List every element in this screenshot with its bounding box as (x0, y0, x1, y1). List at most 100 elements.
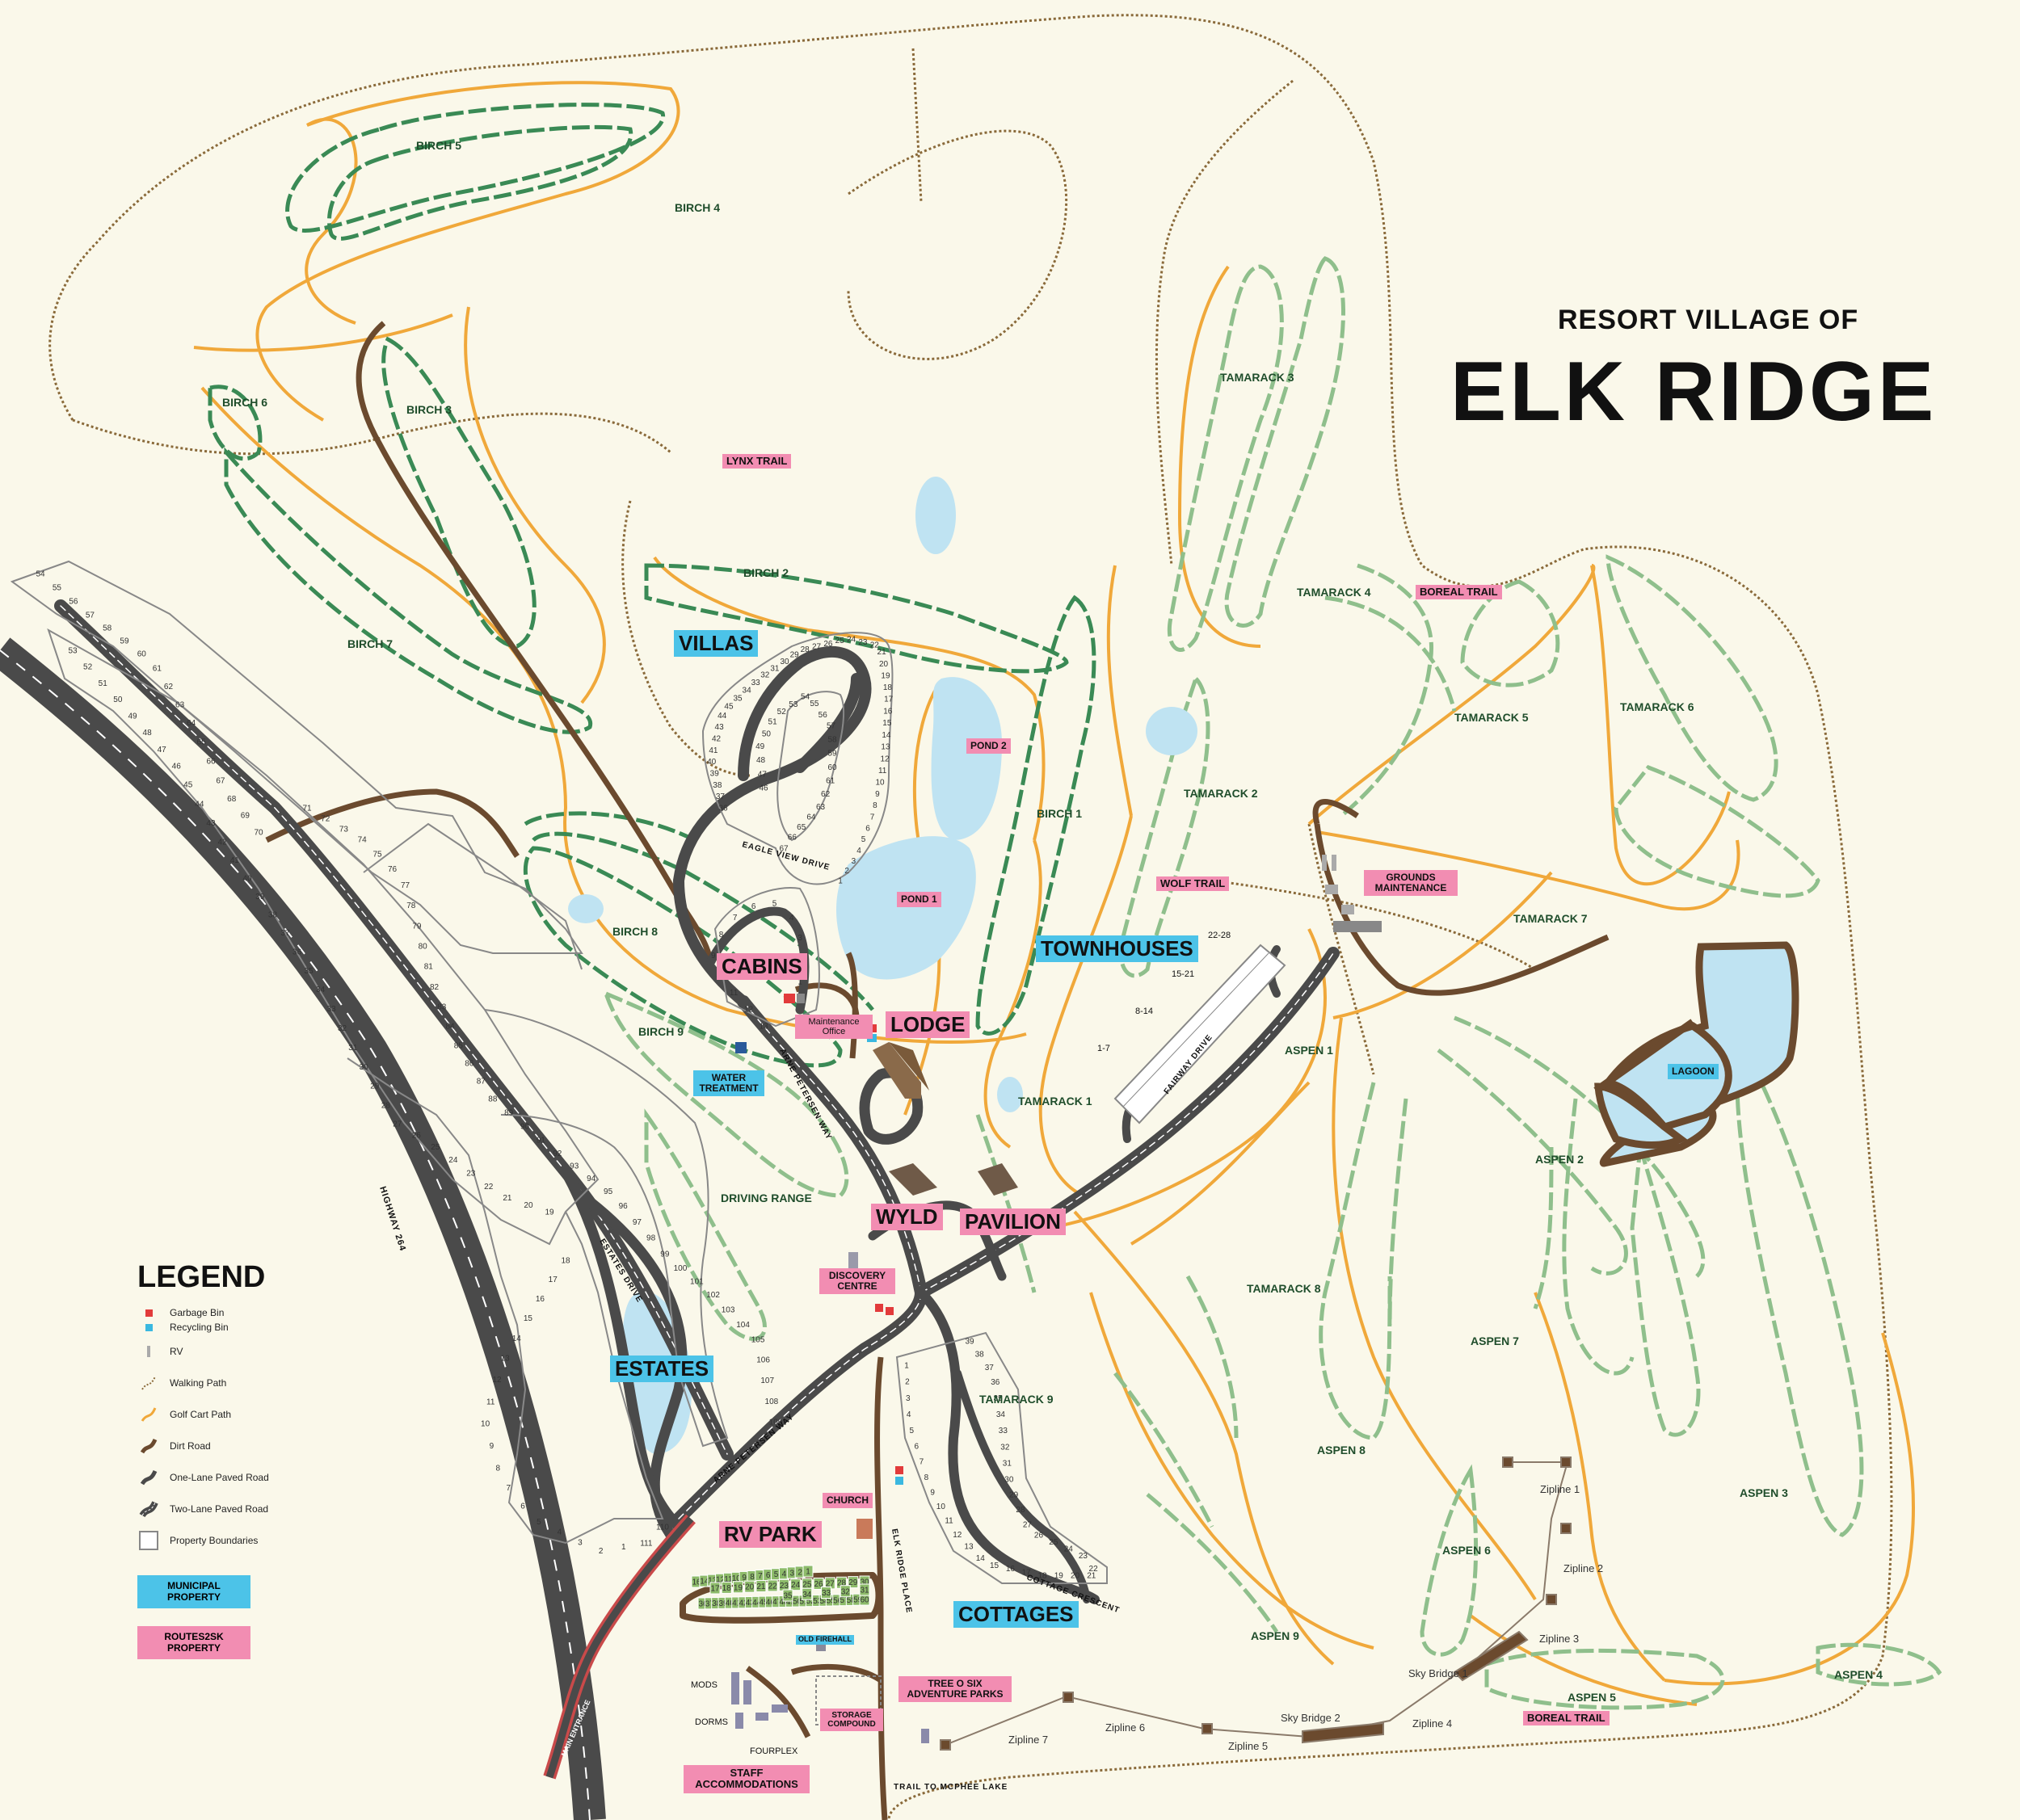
townhouse-unit-8-14: 8-14 (1135, 1007, 1154, 1016)
grounds-maintenance-label: GROUNDS MAINTENANCE (1364, 870, 1458, 897)
svg-text:BIRCH 7: BIRCH 7 (347, 637, 393, 650)
estates-west-lot-number: 53 (68, 647, 78, 656)
estates-west-lot-number: 52 (83, 663, 93, 672)
villa-lot-number: 20 (879, 660, 889, 669)
rv-lot-number: 25 (802, 1581, 812, 1590)
estates-west-lot-number: 68 (227, 795, 237, 804)
rv-lot-box (755, 1580, 767, 1593)
estates-west-lot-number: 38 (268, 911, 278, 920)
dorms-label: DORMS (695, 1717, 728, 1727)
rv-lot-number: 40 (726, 1599, 735, 1608)
rv-lot-number: 32 (841, 1587, 851, 1596)
cottage-lot-number: 36 (991, 1378, 1000, 1387)
villa-lot-number: 23 (858, 638, 868, 647)
buildings (731, 855, 1382, 1743)
estates-east-lot-number: 91 (537, 1136, 546, 1145)
svg-text:ASPEN 9: ASPEN 9 (1251, 1629, 1299, 1642)
estates-west-lot-number: 28 (381, 1101, 391, 1110)
svg-text:TAMARACK 3: TAMARACK 3 (1220, 371, 1294, 384)
rv-lot-number: 57 (840, 1596, 849, 1605)
rv-lot-number: 9 (742, 1574, 747, 1583)
cottage-lot-number: 6 (915, 1442, 920, 1451)
villa-lot-number: 28 (801, 645, 810, 654)
estates-west-lot-number: 41 (230, 856, 240, 865)
rv-lot-number: 41 (732, 1599, 742, 1608)
cottages-cluster (895, 1331, 1108, 1584)
cottage-lot-number: 33 (999, 1427, 1008, 1435)
fairways-light (602, 256, 1942, 1710)
rv-lot-box (782, 1589, 793, 1602)
estates-east-lot-number: 81 (424, 963, 434, 972)
estates-east-lot-number: 98 (646, 1234, 656, 1243)
legend-golf-cart-path: Golf Cart Path (137, 1398, 347, 1430)
svg-text:TAMARACK 5: TAMARACK 5 (1454, 711, 1529, 724)
svg-text:ASPEN 6: ASPEN 6 (1442, 1544, 1491, 1557)
svg-text:BIRCH 9: BIRCH 9 (638, 1025, 684, 1038)
villa-lot-number: 50 (762, 730, 772, 739)
townhouse-unit-1-7: 1-7 (1097, 1044, 1110, 1053)
cottage-lot-number: 31 (1003, 1459, 1012, 1468)
maintenance-office-label: Maintenance Office (795, 1015, 873, 1040)
villa-lot-number: 1 (838, 877, 843, 886)
estates-east-lot-number: 104 (736, 1321, 750, 1330)
rv-lot-number: 39 (718, 1599, 728, 1608)
cottage-lot-number: 13 (964, 1542, 974, 1551)
estates-west-lot-number: 7 (506, 1484, 511, 1493)
villa-lot-number: 12 (881, 754, 890, 763)
estates-west-lot-number: 24 (448, 1156, 458, 1165)
svg-text:BIRCH 3: BIRCH 3 (406, 403, 452, 416)
fairways-birch (208, 103, 1096, 1068)
wolf-trail-label: WOLF TRAIL (1156, 876, 1230, 892)
estates-east-lot-number: 87 (477, 1078, 486, 1087)
rv-lot-number: 23 (780, 1582, 789, 1591)
svg-text:BIRCH 2: BIRCH 2 (743, 566, 789, 579)
villa-lot-number: 62 (821, 790, 831, 799)
villa-lot-number: 26 (823, 640, 833, 649)
cottages-label: COTTAGES (953, 1601, 1079, 1628)
rv-lot-number: 8 (750, 1573, 755, 1582)
storage-compound-label: STORAGE COMPOUND (820, 1709, 883, 1731)
estates-west-lot-number: 20 (524, 1201, 533, 1210)
villa-lot-number: 49 (755, 742, 765, 751)
svg-text:Zipline 4: Zipline 4 (1412, 1717, 1452, 1730)
dirt-road-icon (137, 1435, 160, 1457)
villa-lot-number: 27 (812, 642, 822, 651)
townhouses-label: TOWNHOUSES (1036, 935, 1198, 962)
villa-lot-number: 40 (707, 758, 717, 767)
legend-title: LEGEND (137, 1260, 266, 1294)
estates-west-lot-number: 60 (137, 649, 147, 658)
svg-text:ASPEN 3: ASPEN 3 (1740, 1486, 1788, 1499)
property-boundary-icon (137, 1529, 160, 1552)
rv-lot-number: 44 (752, 1599, 762, 1608)
estates-west-lot-number: 61 (153, 664, 162, 673)
svg-text:Sky Bridge 2: Sky Bridge 2 (1281, 1712, 1340, 1724)
estates-east-lot-number: 85 (454, 1041, 464, 1050)
rv-lot-number: 12 (716, 1576, 726, 1585)
rv-lot-number: 21 (756, 1583, 766, 1591)
svg-text:TRAIL TO MCPHEE LAKE: TRAIL TO MCPHEE LAKE (894, 1783, 1008, 1792)
rv-lot-box (744, 1580, 755, 1593)
estates-west-lot-number: 46 (172, 762, 182, 771)
estates-east-lot-number: 89 (504, 1108, 514, 1117)
estates-east-lot-number: 73 (339, 825, 349, 834)
cottage-lot-number: 30 (1004, 1475, 1014, 1484)
estates-west-lot-number: 55 (53, 584, 62, 593)
cottage-lot-number: 24 (1064, 1545, 1074, 1553)
villa-lot-number: 56 (819, 711, 828, 720)
svg-text:BIRCH 8: BIRCH 8 (612, 925, 658, 938)
estates-west-lot-number: 3 (578, 1538, 583, 1547)
villa-lot-number: 36 (718, 805, 728, 813)
cottage-lot-number: 16 (1006, 1565, 1016, 1574)
rv-lot-number: 6 (766, 1571, 771, 1580)
villa-lot-number: 25 (835, 637, 845, 645)
rv-lot-number: 48 (779, 1598, 789, 1607)
villa-lot-number: 58 (827, 735, 837, 744)
cabin-lot-number: 7 (733, 914, 738, 923)
svg-text:ASPEN 1: ASPEN 1 (1285, 1044, 1333, 1057)
villa-lot-number: 64 (806, 813, 816, 822)
rv-lot-number: 30 (860, 1578, 869, 1587)
estates-west-lot-number: 31 (348, 1044, 358, 1053)
estates-east-lot-number: 108 (765, 1398, 779, 1406)
rv-lot-number: 36 (698, 1600, 708, 1609)
